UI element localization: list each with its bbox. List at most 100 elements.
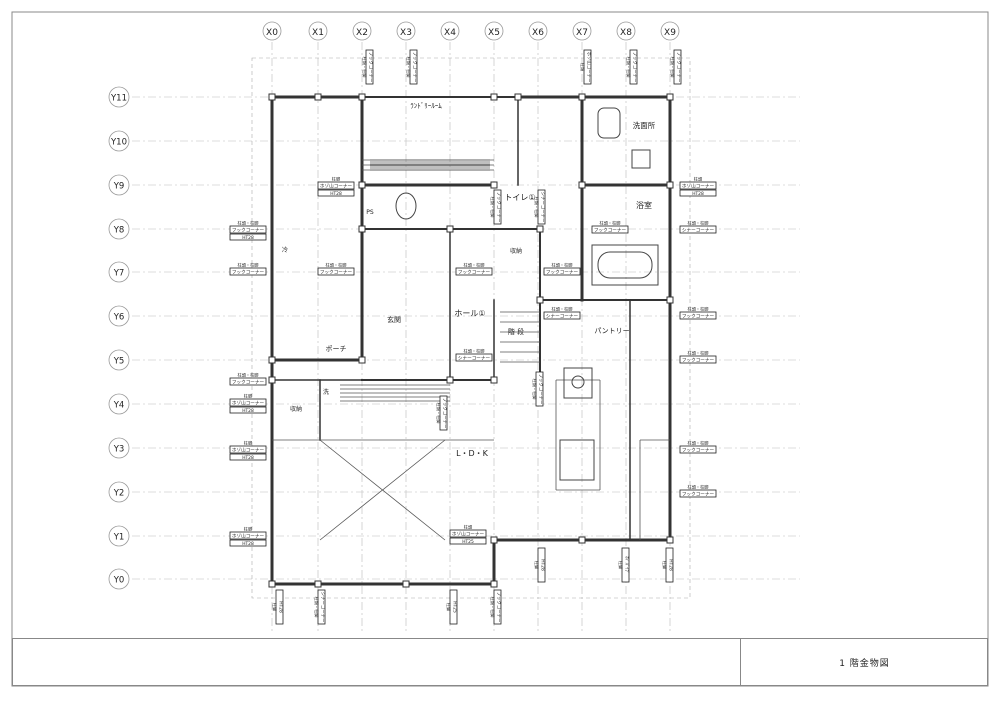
tag-v-9-caption: 柱脚 [271, 603, 278, 611]
tag-v-11-box [449, 589, 458, 625]
tag-v-15-caption: 柱脚 [661, 561, 668, 569]
column-post [314, 580, 322, 588]
room-label-ldk_small: 洗 [323, 388, 329, 396]
tag-v-14-caption: 柱脚 [617, 561, 624, 569]
burner [571, 375, 585, 389]
tag-h-15-caption: 柱頭・柱脚 [688, 220, 709, 227]
grid-bubble-y [108, 218, 130, 240]
grid-bubble-y [108, 525, 130, 547]
tag-h-4-caption: 柱脚 [244, 440, 252, 447]
grid-label-x: X2 [356, 28, 368, 38]
tag-v-13-value: HT28 [540, 559, 546, 571]
tag-h-2-caption: 柱頭・柱脚 [238, 372, 259, 379]
column-post [578, 536, 586, 544]
tag-h-9-box [543, 267, 581, 276]
tag-h-13-caption: 柱頭・柱脚 [600, 220, 621, 227]
tag-v-3-box [629, 49, 638, 85]
tag-v-11-value: HT25 [452, 601, 458, 613]
room-label-washroom: 洗面所 [633, 120, 656, 130]
column-post [314, 93, 322, 101]
tag-ht-2-value: HT28 [242, 455, 254, 461]
tag-h-9-caption: 柱頭・柱脚 [552, 262, 573, 269]
building-outline [251, 57, 691, 599]
column-post [514, 93, 522, 101]
tag-v-2-box [583, 49, 592, 85]
tag-ht-4-box [317, 189, 355, 197]
grid-label-y: Y2 [113, 489, 125, 499]
tag-v-14-value: ﾎｿﾞﾊﾟｲﾌﾟ [624, 556, 631, 574]
tag-h-3-caption: 柱脚 [244, 393, 252, 400]
column-post [666, 93, 674, 101]
tag-h-17-caption: 柱頭・柱脚 [688, 350, 709, 357]
grid-bubble-y [108, 481, 130, 503]
column-post [358, 93, 366, 101]
column-post [268, 93, 276, 101]
grid-bubble-y [108, 437, 130, 459]
grid-bubble-x [440, 21, 460, 41]
column-post [358, 225, 366, 233]
tag-h-2-box [229, 377, 267, 386]
room-label-laundry: ﾗﾝﾄﾞﾘｰﾙｰﾑ [410, 102, 442, 110]
tag-h-1-box [229, 267, 267, 276]
tag-h-12-box [449, 529, 487, 538]
column-post [490, 536, 498, 544]
grid-bubble-y [108, 349, 130, 371]
hardware-tags: フックコーナー柱頭・柱脚フックコーナー柱頭・柱脚フックコーナー柱頭・柱脚ホゾ山コ… [229, 49, 717, 625]
tag-v-8-box [535, 371, 544, 407]
tag-v-8-value: フックコーナー [538, 374, 544, 405]
tag-h-7-caption: 柱頭・柱脚 [326, 262, 347, 269]
tag-v-9-box [275, 589, 284, 625]
tag-v-5-caption: 柱頭・柱脚 [489, 197, 496, 218]
tag-h-4-value: ホゾ山コーナー [232, 447, 265, 454]
grid-bubble-y [108, 174, 130, 196]
room-label-pantry: パントリー [594, 327, 629, 335]
tag-h-7-box [317, 267, 355, 276]
grid-bubble-y [108, 305, 130, 327]
grid-label-y: Y5 [113, 357, 125, 367]
tag-v-4-caption: 柱頭・柱脚 [669, 57, 676, 78]
grid-label-x: X1 [312, 28, 324, 38]
grid-bubble-y [108, 130, 130, 152]
tag-v-12-caption: 柱頭・柱脚 [489, 597, 496, 618]
tag-h-10-caption: 柱頭・柱脚 [552, 306, 573, 313]
tag-ht-6-box [679, 189, 717, 197]
toilet-bowl [395, 192, 417, 220]
tag-h-10-value: シナーコーナー [546, 314, 579, 320]
tag-ht-4-value: HT28 [330, 191, 342, 197]
tag-v-2-value: ホゾ山コーナー [586, 52, 593, 83]
tag-h-11-caption: 柱頭・柱脚 [464, 348, 485, 355]
tag-h-14-caption: 柱頭 [694, 176, 703, 183]
grid-label-x: X9 [664, 28, 676, 38]
tag-ht-5-box [449, 537, 487, 545]
grid-label-y: Y9 [113, 182, 125, 192]
title-block [12, 638, 988, 686]
tag-h-16-box [679, 311, 717, 320]
column-post [268, 356, 276, 364]
outline-rect [251, 57, 691, 599]
grid-label-x: X6 [532, 28, 544, 38]
column-post [666, 536, 674, 544]
tag-h-11-box [455, 353, 493, 362]
room-label-ps: PS [366, 209, 374, 216]
grid-bubble-x [660, 21, 680, 41]
tag-v-6-caption: 柱頭・柱脚 [533, 197, 540, 218]
tag-v-3-value: フックコーナー [632, 52, 638, 83]
room-label-ldk: L・D・K [456, 449, 489, 458]
thin-line [319, 439, 446, 541]
cooktop [563, 367, 593, 399]
tag-v-5-value: フックコーナー [496, 192, 502, 223]
grid-bubble-y [108, 568, 130, 590]
tag-h-4-box [229, 445, 267, 454]
grid-bubble-x [616, 21, 636, 41]
column-post [268, 580, 276, 588]
grid-label-x: X0 [266, 28, 278, 38]
column-post [536, 225, 544, 233]
column-post [536, 296, 544, 304]
tag-h-16-caption: 柱頭・柱脚 [688, 306, 709, 313]
grid-bubble-y [108, 393, 130, 415]
title-cell: 1 階金物図 [740, 638, 988, 686]
grid-bubble-x [572, 21, 592, 41]
tag-h-18-value: フックコーナー [682, 448, 715, 454]
room-label-toilet: トイレ① [504, 193, 535, 202]
tag-v-7-value: フックコーナー [442, 398, 448, 429]
